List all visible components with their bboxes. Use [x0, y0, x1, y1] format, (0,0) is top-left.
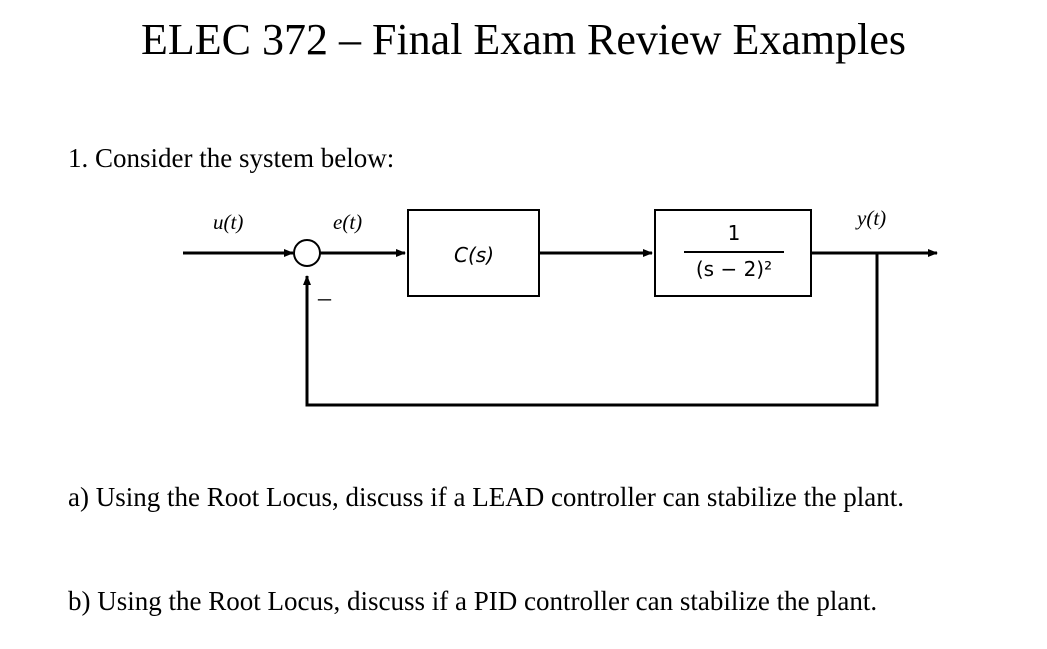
part-a-label: a) — [68, 482, 89, 512]
question-1: 1. Consider the system below: — [68, 140, 394, 176]
question-text: Consider the system below: — [95, 143, 395, 173]
controller-block — [407, 209, 540, 297]
feedback-sign: – — [317, 283, 332, 312]
part-a-text: Using the Root Locus, discuss if a LEAD … — [95, 482, 905, 512]
summing-junction — [293, 239, 321, 267]
input-label: u(t) — [213, 210, 243, 234]
plant-numerator: 1 — [728, 221, 741, 245]
error-label: e(t) — [333, 210, 362, 234]
part-b: b) Using the Root Locus, discuss if a PI… — [68, 583, 877, 619]
part-b-text: Using the Root Locus, discuss if a PID c… — [97, 586, 878, 616]
feedback-path — [303, 253, 879, 407]
question-number: 1. — [68, 143, 89, 173]
plant-denominator: (s − 2)² — [696, 257, 772, 281]
controller-label: C(s) — [454, 243, 494, 267]
output-label: y(t) — [855, 206, 886, 230]
part-a: a) Using the Root Locus, discuss if a LE… — [68, 479, 904, 515]
part-b-label: b) — [68, 586, 91, 616]
page-title: ELEC 372 – Final Exam Review Examples — [141, 15, 906, 64]
